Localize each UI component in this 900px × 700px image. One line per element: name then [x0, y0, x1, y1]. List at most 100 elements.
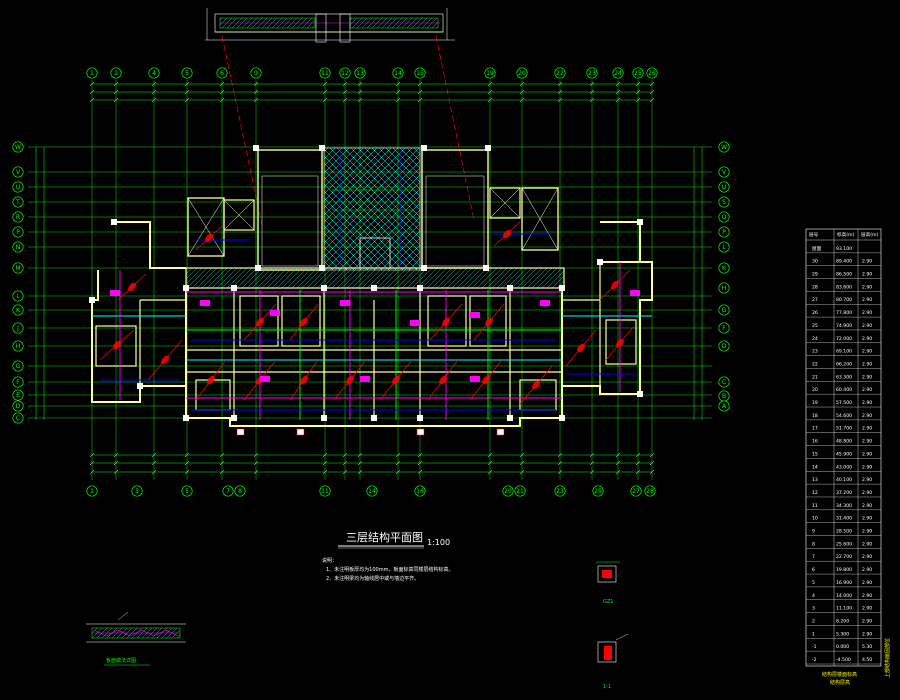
table-cell-30-1: 5.300: [836, 631, 849, 637]
base-column-3: [496, 428, 505, 436]
axis-bubble-top-22: 22: [554, 67, 566, 79]
axis-bubble-right-P-label: P: [722, 229, 726, 236]
axis-bubble-top-24-label: 24: [614, 70, 622, 77]
structural-columns: [89, 145, 643, 436]
axis-bubble-bottom-21-label: 21: [516, 488, 524, 495]
axis-bubble-top-19-label: 19: [486, 70, 494, 77]
core-zone: [257, 147, 489, 271]
column-0: [253, 145, 259, 151]
table-cell-26-2: 2.90: [862, 580, 872, 586]
span-tag-11: [485, 317, 493, 327]
axis-bubble-left-M: M: [12, 262, 24, 274]
axis-bubble-left-N: N: [12, 241, 24, 253]
table-cell-9-1: 66.200: [836, 361, 852, 367]
span-tag-17: [611, 280, 619, 290]
column-19: [417, 415, 423, 421]
table-cell-7-0: 24: [812, 336, 818, 342]
column-16: [231, 415, 237, 421]
table-cell-4-0: 27: [812, 297, 818, 303]
table-cell-30-0: 1: [812, 631, 815, 637]
axis-bubble-left-J: J: [12, 322, 24, 334]
span-tag-19: [503, 229, 511, 239]
axis-bubble-left-F-label: F: [16, 379, 20, 386]
column-3: [485, 145, 491, 151]
axis-bubble-left-W: W: [12, 141, 24, 153]
axis-bubble-right-S-label: S: [722, 199, 726, 206]
top-detail-strip: [205, 8, 455, 43]
table-cell-11-0: 20: [812, 387, 818, 393]
axis-bubble-right-K-label: K: [722, 265, 727, 272]
span-tag-4: [392, 375, 400, 385]
dimension-chains: [35, 83, 703, 473]
axis-bubble-top-19: 19: [484, 67, 496, 79]
table-cell-13-0: 18: [812, 413, 818, 419]
axis-bubble-left-H-label: H: [16, 343, 21, 350]
table-cell-21-1: 31.400: [836, 516, 852, 522]
table-cell-29-2: 2.90: [862, 618, 872, 624]
axis-bubble-bottom-25: 25: [592, 485, 604, 497]
axis-bubble-left-G-label: G: [16, 363, 21, 370]
interior-walls: [95, 262, 637, 418]
axis-bubble-right-A: A: [718, 400, 730, 412]
span-tag-3: [346, 375, 354, 385]
column-13: [507, 285, 513, 291]
table-cell-2-1: 86.500: [836, 272, 852, 278]
table-cell-22-2: 2.90: [862, 529, 872, 535]
column-27: [637, 219, 643, 225]
table-cell-29-1: 8.200: [836, 618, 849, 624]
table-cell-0-0: 屋面: [812, 246, 822, 252]
base-column-1: [296, 428, 305, 436]
axis-bubble-top-6: 6: [216, 67, 228, 79]
table-cell-17-0: 14: [812, 464, 818, 470]
span-tag-0: [207, 375, 215, 385]
axis-bubble-bottom-11: 11: [319, 485, 331, 497]
axis-bubble-top-6-label: 6: [220, 70, 224, 77]
axis-bubble-top-11-label: 11: [321, 70, 329, 77]
table-cell-31-2: 5.30: [862, 644, 872, 650]
column-8: [183, 285, 189, 291]
table-cell-13-1: 54.600: [836, 413, 852, 419]
table-cell-14-1: 51.700: [836, 426, 852, 432]
table-cell-5-1: 77.800: [836, 310, 852, 316]
column-5: [319, 265, 325, 271]
table-cell-18-2: 2.90: [862, 477, 872, 483]
axis-bubble-bottom-14-label: 14: [368, 488, 376, 495]
axis-bubble-left-W-label: W: [15, 144, 21, 151]
span-tag-15: [616, 338, 624, 348]
axis-bubble-bottom-27: 27: [630, 485, 642, 497]
column-1: [319, 145, 325, 151]
axis-bubble-top-1-label: 1: [90, 70, 94, 77]
column-9: [231, 285, 237, 291]
notes-heading: 说明：: [322, 557, 337, 564]
column-22: [89, 297, 95, 303]
span-tag-18: [205, 233, 213, 243]
axis-bubble-left-D: D: [12, 400, 24, 412]
axis-bubble-bottom-23-label: 23: [556, 488, 564, 495]
axis-bubble-right-D: D: [718, 340, 730, 352]
table-cell-25-2: 2.90: [862, 567, 872, 573]
axis-bubble-bottom-28-label: 28: [646, 488, 654, 495]
detail-label: 板面做法详图: [106, 657, 136, 664]
table-cell-25-0: 6: [812, 567, 815, 573]
axis-bubble-right-F-label: F: [722, 325, 726, 332]
table-cell-5-0: 26: [812, 310, 818, 316]
table-cell-2-2: 2.90: [862, 272, 872, 278]
beam-tag-6: [110, 290, 120, 296]
axis-bubble-top-9-label: 9: [254, 70, 258, 77]
axis-bubble-left-M-label: M: [15, 265, 20, 272]
axis-bubble-top-9: 9: [250, 67, 262, 79]
axis-bubble-top-24: 24: [612, 67, 624, 79]
table-cell-22-1: 28.500: [836, 529, 852, 535]
axis-bubble-right-V: V: [718, 166, 730, 178]
axis-bubble-left-J-label: J: [16, 325, 19, 332]
drawing-scale: 1:100: [427, 538, 450, 547]
table-cell-24-1: 22.700: [836, 554, 852, 560]
base-column-0: [236, 428, 245, 436]
span-tag-12: [113, 340, 121, 350]
axis-bubble-left-C: C: [12, 412, 24, 424]
table-cell-4-2: 2.90: [862, 297, 872, 303]
column-7: [483, 265, 489, 271]
table-cell-17-2: 2.90: [862, 464, 872, 470]
axis-bubble-top-13: 13: [354, 67, 366, 79]
